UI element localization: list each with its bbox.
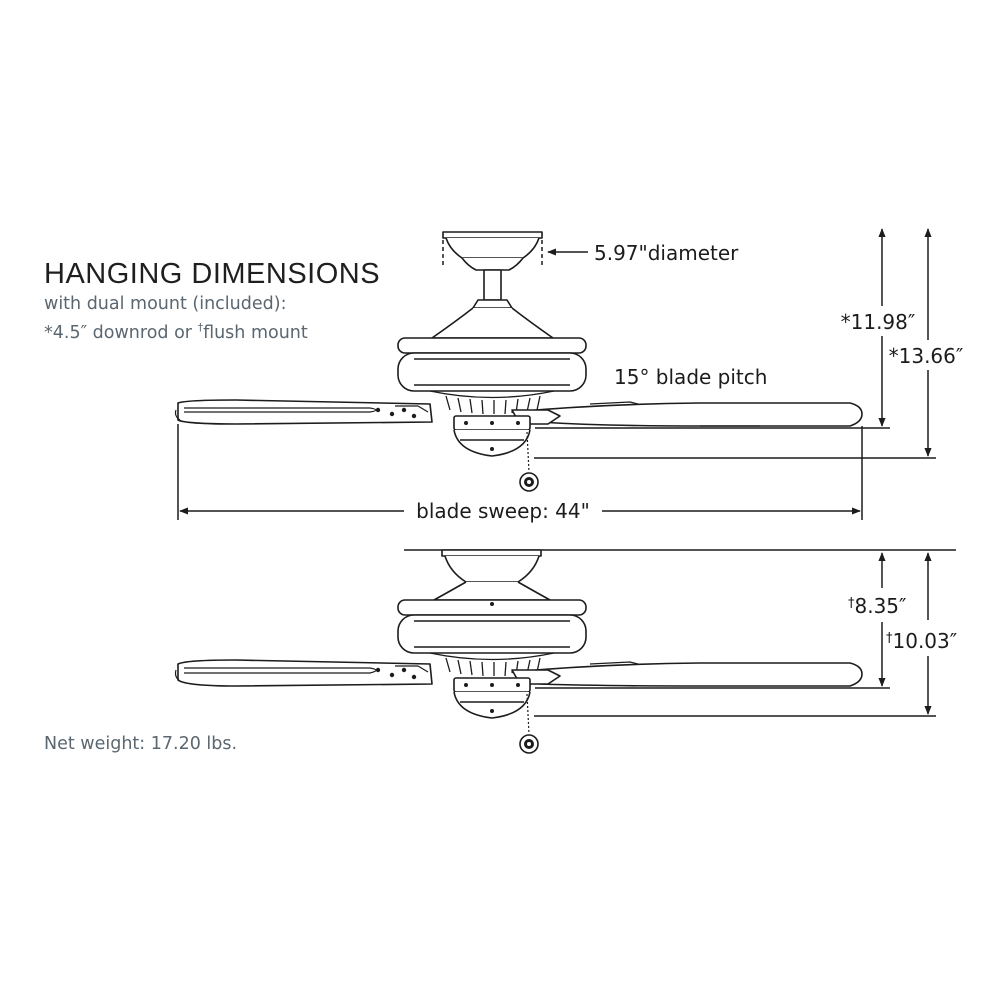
blade-sweep-label: blade sweep: 44" [416,499,590,523]
flush-motor-housing [397,599,587,654]
blade-sweep-dimension [177,424,863,520]
flush-left-blade [174,659,433,687]
motor-housing-top [431,307,554,339]
flush-to-light-dagger: † [886,631,893,646]
page-title: HANGING DIMENSIONS [44,258,381,290]
downrod [483,269,502,301]
flush-switch-housing [453,677,531,719]
right-blade [511,401,863,427]
blade-pitch-label: 15° blade pitch [614,365,767,389]
mount-subtitle: with dual mount (included): [44,294,287,314]
flush-mount-fan-drawing [174,549,863,754]
flush-to-blade-label: †8.35″ [848,594,907,618]
flush-to-light-value: 10.03″ [893,629,958,653]
mount-options: *4.5″ downrod or †flush mount [44,321,308,343]
downrod-to-blade-label: *11.98″ [841,310,916,334]
mount-options-downrod: *4.5″ downrod or [44,322,198,343]
net-weight: Net weight: 17.20 lbs. [44,734,238,754]
flush-height-dimension [534,552,936,717]
downrod-to-light-label: *13.66″ [889,344,964,368]
canopy-diameter-label: 5.97"diameter [594,241,739,265]
downrod-fan-drawing [174,231,863,492]
flush-canopy [433,549,551,601]
flush-to-blade-value: 8.35″ [855,594,907,618]
left-blade [174,399,433,425]
downrod-height-dimension [534,228,936,459]
canopy-diameter-dimension [442,240,588,266]
flush-pull-chain [519,693,539,754]
pull-chain [519,431,539,492]
flush-to-blade-dagger: † [848,596,855,611]
flush-right-blade [511,661,863,687]
motor-housing [397,337,587,392]
flush-to-light-label: †10.03″ [886,629,957,653]
mount-options-dagger: † [197,321,204,334]
switch-housing [453,415,531,457]
mount-options-flush: flush mount [203,322,308,343]
canopy [442,231,543,271]
